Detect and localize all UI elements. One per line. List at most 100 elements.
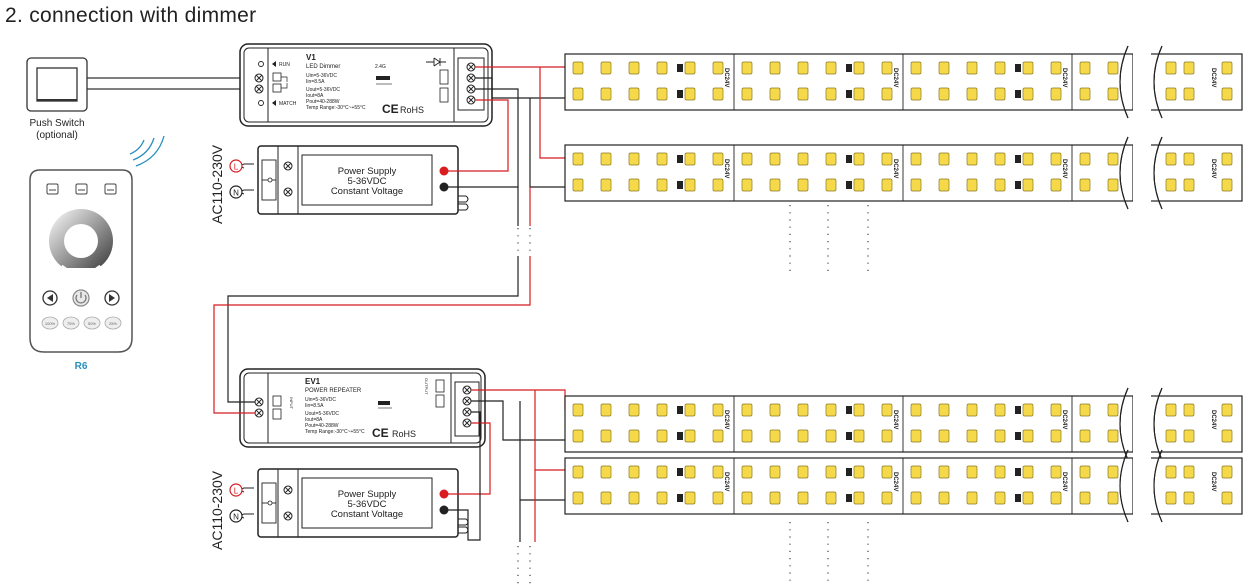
svg-text:5-36VDC: 5-36VDC — [347, 499, 386, 510]
resistor-icon — [677, 64, 683, 72]
led-chip — [853, 429, 865, 443]
led-chip — [741, 465, 753, 479]
led-chip — [853, 491, 865, 505]
rohs-mark: RoHS — [400, 105, 424, 115]
repeater-input-label: INPUT — [289, 397, 294, 410]
led-chip — [910, 403, 922, 417]
led-chip — [797, 178, 809, 192]
led-chip — [797, 429, 809, 443]
led-chip — [712, 61, 724, 75]
led-chip — [1079, 61, 1091, 75]
led-chip — [1221, 429, 1233, 443]
rohs-mark: RoHS — [392, 429, 416, 439]
push-switch-label: Push Switch — [29, 118, 84, 129]
zone-button-icon — [75, 183, 88, 195]
led-chip — [825, 465, 837, 479]
led-chip — [741, 61, 753, 75]
led-chip — [1050, 152, 1062, 166]
terminal-screw-icon — [462, 396, 472, 406]
led-chip — [600, 403, 612, 417]
led-chip — [572, 429, 584, 443]
resistor-icon — [846, 406, 852, 414]
terminal-screw-icon — [283, 161, 293, 171]
led-chip — [1183, 152, 1195, 166]
led-chip — [628, 403, 640, 417]
led-chip — [938, 465, 950, 479]
led-chip — [628, 152, 640, 166]
led-chip — [1221, 61, 1233, 75]
led-chip — [910, 152, 922, 166]
led-chip — [966, 429, 978, 443]
strip-voltage-label: DC24V — [723, 68, 729, 87]
led-chip — [1022, 491, 1034, 505]
led-chip — [572, 403, 584, 417]
led-chip — [572, 178, 584, 192]
led-chip — [628, 491, 640, 505]
led-chip — [600, 87, 612, 101]
resistor-icon — [1015, 181, 1021, 189]
led-chip — [769, 152, 781, 166]
resistor-icon — [1015, 406, 1021, 414]
led-chip — [572, 152, 584, 166]
led-chip — [684, 152, 696, 166]
strip-voltage-label: DC24V — [892, 472, 898, 491]
led-chip — [1022, 465, 1034, 479]
led-chip — [684, 178, 696, 192]
led-chip — [881, 87, 893, 101]
terminal-screw-icon — [466, 84, 476, 94]
led-chip — [656, 465, 668, 479]
led-chip — [1165, 152, 1177, 166]
led-chip — [910, 87, 922, 101]
led-chip — [600, 152, 612, 166]
led-chip — [825, 61, 837, 75]
led-chip — [938, 61, 950, 75]
led-chip — [712, 178, 724, 192]
svg-text:Constant Voltage: Constant Voltage — [331, 509, 403, 520]
led-chip — [628, 429, 640, 443]
led-chip — [1107, 465, 1119, 479]
svg-text:Iin=8.5A: Iin=8.5A — [306, 79, 325, 85]
led-chip — [628, 87, 640, 101]
led-chip — [769, 429, 781, 443]
match-label: MATCH — [279, 101, 297, 107]
led-chip — [825, 491, 837, 505]
resistor-icon — [846, 181, 852, 189]
led-chip — [1183, 491, 1195, 505]
led-chip — [572, 87, 584, 101]
led-chip — [797, 87, 809, 101]
strip-voltage-label: DC24V — [1210, 472, 1216, 491]
led-chip — [572, 491, 584, 505]
right-arrow-button — [104, 290, 120, 306]
led-chip — [712, 403, 724, 417]
brightness-button: 25% — [104, 316, 122, 330]
led-chip — [994, 491, 1006, 505]
led-chip — [1165, 429, 1177, 443]
led-chip — [881, 152, 893, 166]
led-chip — [910, 491, 922, 505]
dimmer-model: V1 — [306, 53, 316, 62]
strip-voltage-label: DC24V — [892, 410, 898, 429]
led-chip — [1079, 152, 1091, 166]
strip-voltage-label: DC24V — [892, 159, 898, 178]
strip-voltage-label: DC24V — [1061, 410, 1067, 429]
led-chip — [656, 87, 668, 101]
led-chip — [1022, 429, 1034, 443]
strip-voltage-label: DC24V — [892, 68, 898, 87]
zone-button-icon — [104, 183, 117, 195]
led-chip — [656, 491, 668, 505]
led-chip — [600, 429, 612, 443]
svg-text:50%: 50% — [88, 321, 96, 326]
svg-text:Temp Range:-30°C~+55°C: Temp Range:-30°C~+55°C — [305, 429, 365, 435]
led-chip — [741, 429, 753, 443]
svg-text:Uout=5-36VDC: Uout=5-36VDC — [305, 411, 339, 417]
led-chip — [1221, 178, 1233, 192]
strip-voltage-label: DC24V — [1210, 159, 1216, 178]
resistor-icon — [677, 468, 683, 476]
led-chip — [910, 178, 922, 192]
led-chip — [1079, 465, 1091, 479]
led-chip — [938, 87, 950, 101]
ce-mark: CE — [372, 426, 389, 440]
led-chip — [769, 465, 781, 479]
